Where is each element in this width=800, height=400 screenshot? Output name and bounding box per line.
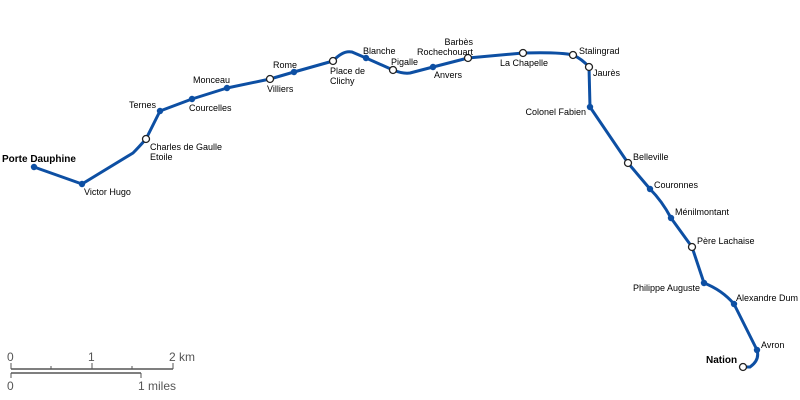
station-marker[interactable] [188,95,196,103]
station-marker[interactable] [30,163,38,171]
station-label: Colonel Fabien [525,107,586,117]
station-label: Avron [761,340,784,350]
station-marker[interactable] [463,53,473,63]
station-label: Stalingrad [579,46,620,56]
station-label: Porte Dauphine [2,154,76,165]
station-label: Belleville [633,152,669,162]
station-label-line2: Rochechouart [417,47,474,57]
station-label: Courcelles [189,103,232,113]
station-label: Victor Hugo [84,187,131,197]
station-marker[interactable] [623,158,633,168]
station-label: Charles de Gaulle [150,142,222,152]
station-marker[interactable] [753,346,761,354]
station-label: Anvers [434,70,463,80]
station-label: Alexandre Dum [736,293,798,303]
station-marker[interactable] [156,107,164,115]
station-marker[interactable] [141,134,151,144]
station-marker[interactable] [290,68,298,76]
station-marker[interactable] [700,279,708,287]
station-marker[interactable] [78,180,86,188]
station-marker[interactable] [429,63,437,71]
station-label: Blanche [363,46,396,56]
station-label: Barbès [444,37,473,47]
station-marker[interactable] [518,48,528,58]
scale-km-label: 2 km [169,350,195,364]
station-marker[interactable] [388,65,398,75]
station-marker[interactable] [584,62,594,72]
station-marker[interactable] [568,50,578,60]
station-label: Ternes [129,100,157,110]
station-label: Place de [330,66,365,76]
station-label: La Chapelle [500,58,548,68]
station-marker[interactable] [667,214,675,222]
metro-line-2-route [33,50,760,369]
station-label: Jaurès [593,68,621,78]
station-label: Rome [273,60,297,70]
station-label: Monceau [193,75,230,85]
scale-bar: 0 1 2 km 0 1 miles [7,350,195,393]
station-marker[interactable] [586,103,594,111]
station-marker[interactable] [730,300,738,308]
station-label: Ménilmontant [675,207,730,217]
station-marker[interactable] [687,242,697,252]
scale-km-label: 0 [7,350,14,364]
scale-mile-label: 0 [7,379,14,393]
scale-mile-label: 1 miles [138,379,176,393]
station-marker[interactable] [646,185,654,193]
station-label-line2: Clichy [330,76,355,86]
station-marker[interactable] [265,74,275,84]
station-marker[interactable] [362,54,370,62]
station-label: Nation [706,355,737,366]
station-label-line2: Etoile [150,152,173,162]
scale-km-label: 1 [88,350,95,364]
station-label: Père Lachaise [697,236,755,246]
station-label: Pigalle [391,57,418,67]
station-marker[interactable] [328,56,338,66]
station-marker[interactable] [223,84,231,92]
station-label: Philippe Auguste [633,283,700,293]
station-marker[interactable] [738,362,748,372]
station-label: Couronnes [654,180,699,190]
station-label: Villiers [267,84,294,94]
